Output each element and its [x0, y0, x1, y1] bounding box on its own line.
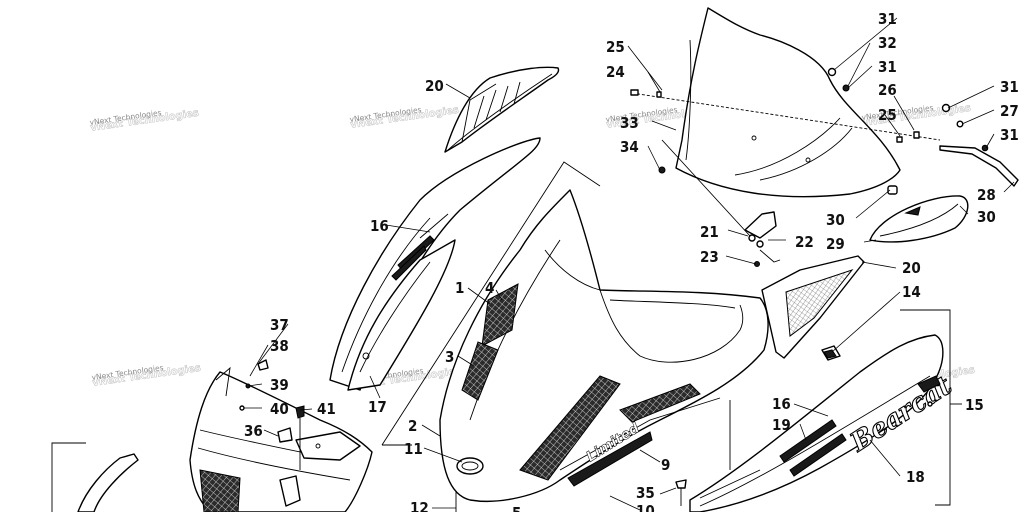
callout-label: 11 — [404, 440, 423, 458]
callout-label: 28 — [977, 186, 996, 204]
hood: Limited — [439, 189, 769, 502]
callout-label: 21 — [700, 223, 719, 241]
callout-label: 24 — [606, 63, 625, 81]
hood-emblem — [456, 457, 484, 475]
callout-label: 26 — [878, 81, 897, 99]
callout-label: 19 — [772, 416, 791, 434]
callout-label: 14 — [902, 283, 921, 301]
callout-label: 22 — [795, 233, 814, 251]
bracket-lines — [51, 161, 962, 512]
callout-label: 31 — [1000, 78, 1019, 96]
callout-label: 20 — [425, 77, 444, 95]
callout-label: 39 — [270, 376, 289, 394]
callout-label: 16 — [772, 395, 791, 413]
upper-left-bracket — [444, 66, 560, 153]
callout-label: 29 — [826, 235, 845, 253]
callout-label: 30 — [977, 208, 996, 226]
callout-label: 9 — [661, 456, 670, 474]
callout-label: 40 — [270, 400, 289, 418]
callout-label: 4 — [485, 279, 494, 297]
callout-label: 25 — [878, 106, 897, 124]
callout-label: 35 — [636, 484, 655, 502]
callout-label: 27 — [1000, 102, 1019, 120]
callout-label: 31 — [878, 58, 897, 76]
callout-label: 1 — [455, 279, 464, 297]
left-side-panel-17 — [347, 239, 456, 391]
callout-label: 3 — [445, 348, 454, 366]
callout-label: 41 — [317, 400, 336, 418]
callout-label: 34 — [620, 138, 639, 156]
callout-label: 12 — [410, 499, 429, 512]
callout-label: 37 — [270, 316, 289, 334]
bumper-bar — [77, 453, 139, 512]
callout-label: 31 — [878, 10, 897, 28]
callout-label: 17 — [368, 398, 387, 416]
grommet-34 — [658, 166, 666, 174]
bracket-21 — [744, 211, 777, 239]
mirror-housing-right — [869, 185, 969, 243]
callout-label: 15 — [965, 396, 984, 414]
screw — [956, 120, 964, 128]
windshield-hardware — [630, 67, 1019, 267]
callout-label: 38 — [270, 337, 289, 355]
screw-35 — [675, 479, 687, 506]
callout-label: 31 — [1000, 126, 1019, 144]
callout-label: 20 — [902, 259, 921, 277]
vent-panel-right — [761, 255, 865, 359]
callout-label: 18 — [906, 468, 925, 486]
well-nut — [630, 89, 639, 96]
callouts: 31 32 31 26 25 24 25 31 27 31 33 34 28 3… — [244, 10, 1019, 512]
callout-label: 32 — [878, 34, 897, 52]
callout-label: 5 — [512, 504, 521, 512]
callout-label: 36 — [244, 422, 263, 440]
leader-lines — [244, 17, 1015, 511]
watermark: vNext Technologies vNext Technologies — [349, 104, 460, 131]
clip-14 — [821, 345, 841, 361]
washer — [827, 67, 837, 77]
callout-label: 33 — [620, 114, 639, 132]
callout-label: 10 — [636, 502, 655, 512]
nose-pan-hardware — [239, 359, 305, 470]
grommet — [656, 91, 662, 98]
washer — [941, 103, 951, 113]
callout-label: 30 — [826, 211, 845, 229]
callout-label: 25 — [606, 38, 625, 56]
callout-label: 2 — [408, 417, 417, 435]
callout-label: 16 — [370, 217, 389, 235]
nut — [842, 84, 850, 92]
windshield — [631, 7, 941, 237]
spacer — [896, 136, 903, 143]
callout-label: 23 — [700, 248, 719, 266]
watermark: vNext Technologies vNext Technologies — [89, 107, 200, 134]
spacer — [913, 131, 920, 139]
watermark: vNext Technologies vNext Technologies — [91, 362, 202, 389]
